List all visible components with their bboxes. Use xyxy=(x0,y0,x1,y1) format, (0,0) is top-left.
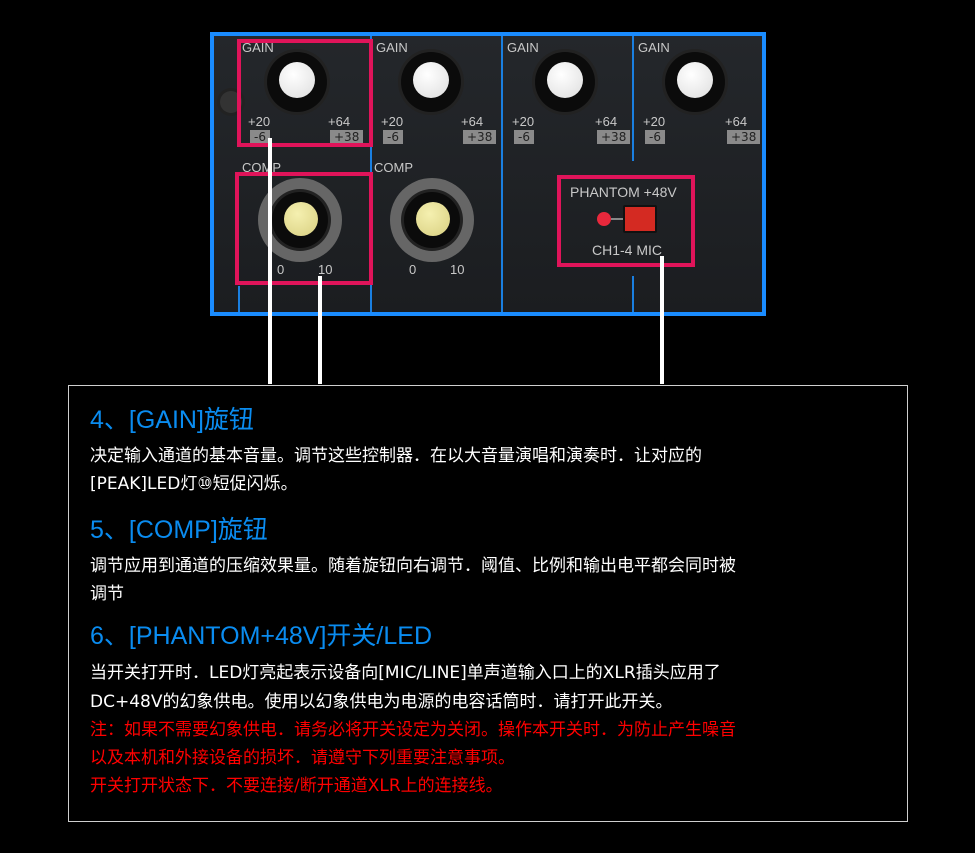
heading-phantom: 6、[PHANTOM+48V]开关/LED xyxy=(90,622,433,650)
highlight-gain xyxy=(237,39,373,147)
comp-max-label: 10 xyxy=(450,262,465,277)
gain-max-label: +64 xyxy=(725,114,748,129)
comp-label: COMP xyxy=(374,160,413,175)
phantom-warning-line-2: 以及本机和外接设备的损坏．请遵守下列重要注意事项。 xyxy=(90,748,515,768)
channel-divider xyxy=(632,276,634,312)
gain-min-label: +20 xyxy=(643,114,666,129)
channel-divider xyxy=(238,286,240,312)
gain-knob-cap xyxy=(547,62,583,98)
gain-max-tag: +38 xyxy=(727,130,761,144)
mixer-panel-image: GAIN +20 +64 -6 +38 GAIN +20 +64 -6 +38 … xyxy=(210,32,766,316)
gain-min-tag: -6 xyxy=(250,130,270,144)
comp-desc-line-1: 调节应用到通道的压缩效果量。随着旋钮向右调节．阈值、比例和输出电平都会同时被 xyxy=(90,556,736,576)
gain-min-tag: -6 xyxy=(645,130,665,144)
phantom-warning-line-1: 注：如果不需要幻象供电．请务必将开关设定为关闭。操作本开关时．为防止产生噪音 xyxy=(90,720,736,740)
gain-min-label: +20 xyxy=(381,114,404,129)
phantom-desc-line-2: DC+48V的幻象供电。使用以幻象供电为电源的电容话筒时．请打开此开关。 xyxy=(90,692,673,712)
heading-comp: 5、[COMP]旋钮 xyxy=(90,516,268,544)
channel-divider xyxy=(632,36,634,161)
gain-min-label: +20 xyxy=(512,114,535,129)
comp-knob-cap xyxy=(416,202,450,236)
gain-label: GAIN xyxy=(376,40,408,55)
phantom-switch[interactable] xyxy=(623,205,657,233)
callout-line-comp xyxy=(318,276,322,384)
gain-min-tag: -6 xyxy=(383,130,403,144)
comp-desc-line-2: 调节 xyxy=(90,584,124,604)
comp-max-label: 10 xyxy=(318,262,333,277)
gain-max-label: +64 xyxy=(461,114,484,129)
comp-min-label: 0 xyxy=(409,262,417,277)
gain-min-label: +20 xyxy=(248,114,271,129)
phantom-desc-line-1: 当开关打开时．LED灯亮起表示设备向[MIC/LINE]单声道输入口上的XLR插… xyxy=(90,663,721,683)
gain-max-label: +64 xyxy=(595,114,618,129)
heading-gain: 4、[GAIN]旋钮 xyxy=(90,406,254,434)
callout-line-phantom xyxy=(660,256,664,384)
screw-icon xyxy=(220,91,242,113)
phantom-led-icon xyxy=(597,212,611,226)
description-box: 4、[GAIN]旋钮 决定输入通道的基本音量。调节这些控制器．在以大音量演唱和演… xyxy=(68,385,908,822)
highlight-phantom xyxy=(557,175,695,267)
gain-label: GAIN xyxy=(242,40,274,55)
gain-desc-line-2: [PEAK]LED灯⑩短促闪烁。 xyxy=(90,474,298,494)
gain-max-tag: +38 xyxy=(330,130,364,144)
comp-knob-cap xyxy=(284,202,318,236)
channel-divider xyxy=(501,36,503,312)
gain-max-tag: +38 xyxy=(463,130,497,144)
callout-line-gain xyxy=(268,138,272,384)
phantom-warning-line-3: 开关打开状态下．不要连接/断开通道XLR上的连接线。 xyxy=(90,776,503,796)
highlight-comp xyxy=(235,172,373,285)
gain-max-tag: +38 xyxy=(597,130,631,144)
phantom-sub-label: CH1-4 MIC xyxy=(592,242,663,258)
phantom-label: PHANTOM +48V xyxy=(570,184,677,200)
gain-knob-cap xyxy=(413,62,449,98)
gain-knob-cap xyxy=(279,62,315,98)
gain-min-tag: -6 xyxy=(514,130,534,144)
comp-min-label: 0 xyxy=(277,262,285,277)
gain-knob-cap xyxy=(677,62,713,98)
gain-max-label: +64 xyxy=(328,114,351,129)
gain-label: GAIN xyxy=(507,40,539,55)
gain-label: GAIN xyxy=(638,40,670,55)
gain-desc-line-1: 决定输入通道的基本音量。调节这些控制器．在以大音量演唱和演奏时．让对应的 xyxy=(90,446,702,466)
led-connector xyxy=(611,218,623,220)
